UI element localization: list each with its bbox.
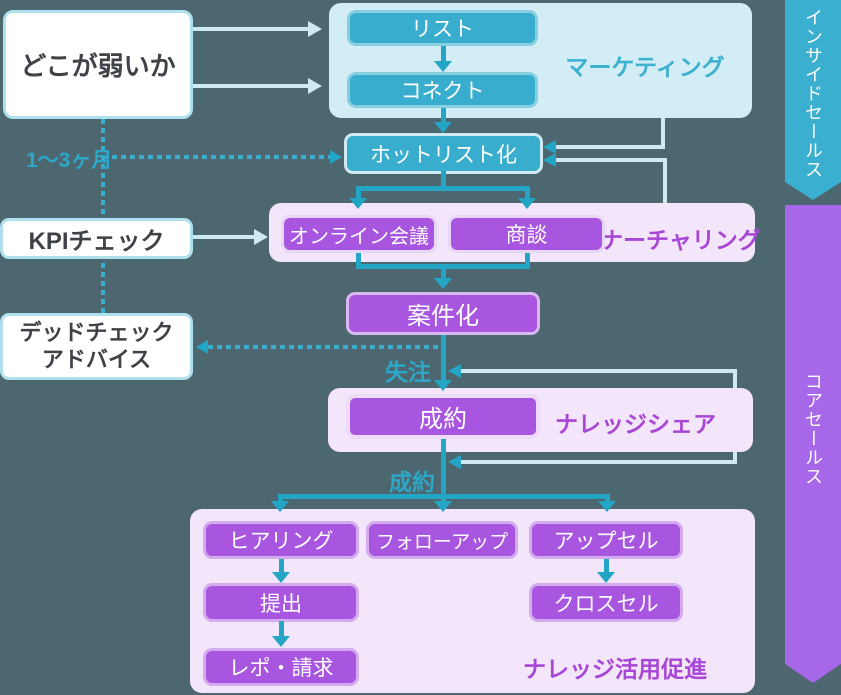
arrowhead-kpi-nurturing: [254, 229, 268, 245]
online-meeting-box: オンライン会議: [281, 215, 437, 253]
connector-weak-connect: [193, 84, 308, 88]
arrowhead-online-meeting: [349, 198, 367, 209]
arrowhead-crosssell: [597, 572, 615, 583]
connector-closing-branch: [441, 439, 446, 504]
arrowhead-closing: [434, 380, 452, 391]
inside-sales-ribbon: インサイドセールス: [785, 0, 841, 200]
connect-box: コネクト: [347, 72, 538, 108]
connector-split-right-stub: [525, 189, 530, 199]
arrowhead-hotlist-bottom: [543, 153, 556, 167]
marketing-label: マーケティング: [565, 54, 725, 80]
arrowhead-list-connect: [434, 61, 452, 72]
report-invoice-box: レポ・請求: [203, 648, 359, 686]
connector-submission-report: [279, 621, 284, 637]
arrowhead-connect-hotlist: [434, 122, 452, 133]
connector-deal-closing: [441, 335, 446, 381]
connector-marketing-down: [661, 118, 665, 149]
connector-loop-bottom: [461, 460, 737, 464]
connector-upsell-crosssell: [604, 559, 609, 574]
arrowhead-hotlist-top: [543, 140, 556, 154]
hotlist-box: ホットリスト化: [344, 133, 543, 174]
connector-dashed-deadcheck: [208, 345, 441, 349]
knowledge-promotion-label: ナレッジ活用促進: [523, 656, 707, 682]
follow-up-box: フォローアップ: [366, 521, 518, 559]
arrowhead-hearing: [271, 501, 289, 512]
arrowhead-follow-up: [434, 501, 452, 512]
core-sales-ribbon: コアセールス: [785, 205, 841, 683]
arrowhead-upsell: [598, 501, 616, 512]
connector-merge-left-stub: [356, 253, 361, 266]
connector-feedback-bottom: [556, 158, 667, 162]
dead-check-line2: アドバイス: [41, 346, 152, 372]
connector-merge-stem: [441, 264, 446, 279]
arrowhead-dashed-deadcheck: [196, 340, 208, 354]
lost-label: 失注: [385, 359, 431, 385]
upsell-box: アップセル: [529, 521, 683, 559]
arrowhead-negotiation: [518, 198, 536, 209]
connector-hotlist-stem: [441, 171, 446, 189]
inside-sales-ribbon-label: インサイドセールス: [803, 7, 823, 179]
kpi-check-box: KPIチェック: [0, 218, 193, 259]
arrowhead-weak-connect: [308, 78, 322, 94]
hearing-box: ヒアリング: [203, 521, 359, 559]
connector-dashed-period: [103, 155, 330, 159]
won-label: 成約: [389, 469, 435, 495]
connector-hearing-submission: [279, 559, 284, 574]
arrowhead-report: [272, 636, 290, 647]
connector-branch-right-stub: [605, 494, 610, 503]
connector-split-left-stub: [356, 189, 361, 199]
connector-nurturing-up: [663, 158, 667, 203]
connector-loop-top: [461, 369, 737, 373]
dead-check-line1: デッドチェック: [19, 319, 174, 345]
nurturing-label: ナーチャリング: [600, 227, 761, 253]
connector-feedback-top: [556, 145, 665, 149]
arrowhead-dashed-hotlist: [330, 150, 342, 164]
deal-box: 案件化: [346, 292, 540, 335]
arrowhead-submission: [272, 572, 290, 583]
submission-box: 提出: [203, 583, 359, 622]
core-sales-ribbon-label: コアセールス: [803, 372, 823, 486]
period-label: 1〜3ヶ月: [26, 149, 113, 172]
connector-branch-left-stub: [278, 494, 283, 503]
connector-list-connect: [441, 46, 446, 63]
connector-dashed-vertical-left: [101, 119, 105, 313]
arrowhead-deal: [434, 278, 452, 289]
arrowhead-loop-top: [448, 364, 461, 378]
connector-weak-list: [193, 27, 308, 31]
arrowhead-weak-list: [308, 21, 322, 37]
arrowhead-loop-bottom: [448, 455, 461, 469]
dead-check-box: デッドチェック アドバイス: [0, 313, 193, 380]
kpi-check-label: KPIチェック: [28, 228, 165, 255]
list-box: リスト: [347, 10, 538, 46]
connector-kpi-nurturing: [193, 235, 254, 239]
closing-box: 成約: [346, 394, 540, 439]
connector-merge-right-stub: [525, 253, 530, 266]
connector-split-bar: [356, 186, 530, 191]
weak-point-box: どこが弱いか: [3, 10, 193, 119]
connector-connect-hotlist: [441, 108, 446, 122]
knowledge-share-label: ナレッジシェア: [555, 411, 716, 437]
connector-branch-bar: [278, 494, 610, 499]
negotiation-box: 商談: [448, 215, 605, 253]
cross-sell-box: クロスセル: [529, 583, 683, 622]
